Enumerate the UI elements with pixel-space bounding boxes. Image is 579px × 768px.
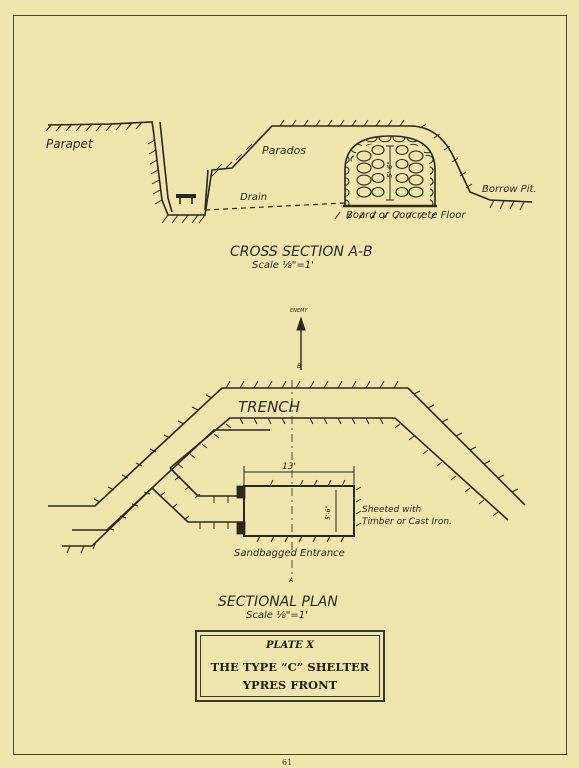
drain-line xyxy=(204,202,346,211)
plan-drawing xyxy=(48,380,526,576)
marker-b: B xyxy=(297,363,301,370)
enemy-label: ENEMY xyxy=(290,308,308,314)
drain-label: Drain xyxy=(240,192,267,203)
cross-section-title: CROSS SECTION A-B xyxy=(230,244,373,260)
parapet-label: Parapet xyxy=(46,137,94,151)
sheeted-label-2: Timber or Cast Iron. xyxy=(362,517,452,527)
marker-a: A xyxy=(288,577,293,584)
shelter-height-label: 5'-6" xyxy=(386,161,394,178)
parados-label: Parados xyxy=(262,144,306,157)
stone-lining xyxy=(356,144,424,198)
cross-section-scale: Scale ⅛"=1' xyxy=(252,260,314,271)
plate-number: PLATE X xyxy=(265,640,315,651)
plate-caption-inner-border xyxy=(200,635,380,697)
shelter-plan xyxy=(243,485,355,537)
trench-outer xyxy=(48,387,526,507)
width-dimension-label: 13' xyxy=(282,462,296,472)
plate-caption-box: PLATE X THE TYPE “C” SHELTER YPRES FRONT xyxy=(195,630,385,702)
ground-profile xyxy=(47,121,533,216)
trench-wall xyxy=(159,121,173,213)
sheeted-label-1: Sheeted with xyxy=(362,505,422,515)
plate-title: THE TYPE “C” SHELTER xyxy=(210,660,370,674)
trench-loop xyxy=(72,429,270,531)
depth-dimension-label: 5'-6" xyxy=(325,506,332,520)
plan-title: SECTIONAL PLAN xyxy=(218,594,338,610)
plan-scale: Scale ⅛"=1' xyxy=(246,610,308,621)
sandbags xyxy=(236,485,246,535)
hatching xyxy=(45,119,525,224)
borrow-pit-label: Borrow Pit. xyxy=(482,184,537,195)
trench-label: TRENCH xyxy=(238,398,300,416)
entrance-label: Sandbagged Entrance xyxy=(234,548,345,559)
cross-section-drawing xyxy=(45,119,533,224)
plate-subtitle: YPRES FRONT xyxy=(242,678,338,692)
fire-step xyxy=(176,194,196,198)
enemy-arrow xyxy=(296,316,306,370)
plate-border xyxy=(13,15,567,755)
page-number: 61 xyxy=(282,758,293,767)
floor-label: Board or Concrete Floor xyxy=(346,210,466,221)
